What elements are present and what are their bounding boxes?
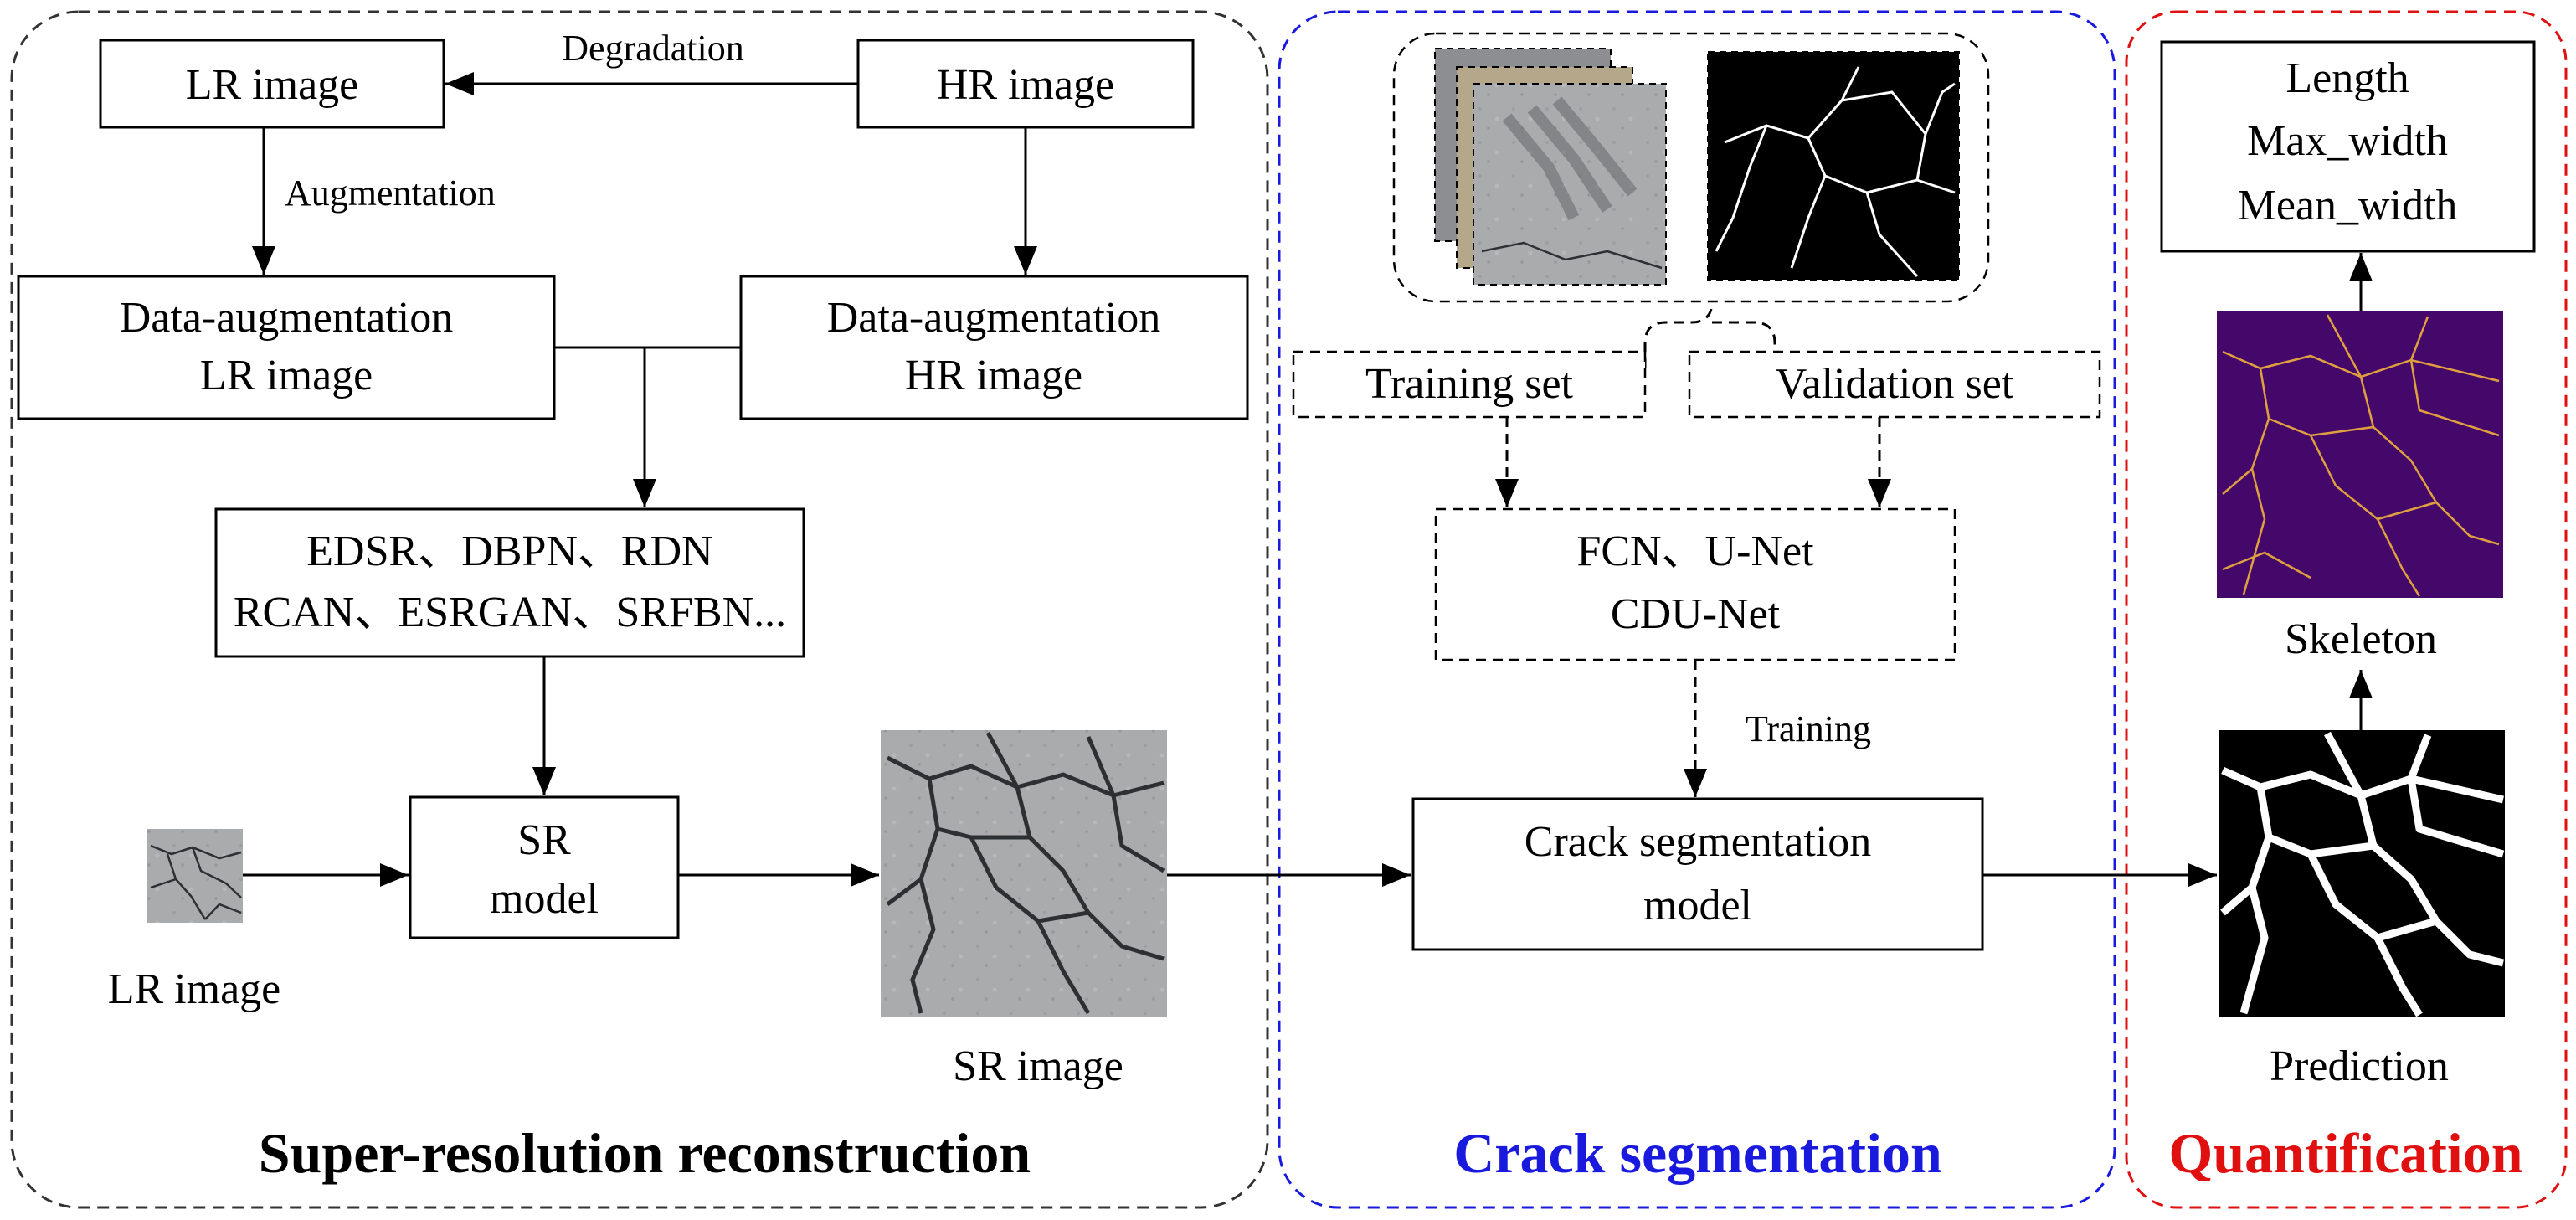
validation-set-box [1688,350,2101,419]
metrics-box [2160,40,2536,253]
training-set-box [1292,350,1647,419]
crack-model-label-2: model [1643,882,1752,929]
aug-lr-box [17,275,556,420]
quantification-title: Quantification [2168,1121,2522,1185]
seg-models-label-1: FCN、U-Net [1576,528,1814,575]
seg-models-label-2: CDU-Net [1611,590,1781,638]
sr-model-label-1: SR [517,816,571,864]
seg-models-box [1434,507,1956,661]
super-resolution-section-frame [10,10,1269,1209]
crack-segmentation-section-frame [1278,10,2116,1209]
sr-image-caption: SR image [953,1042,1123,1090]
sr-models-label-2: RCAN、ESRGAN、SRFBN... [234,589,786,636]
metric-length: Length [2285,54,2409,102]
prediction-caption: Prediction [2270,1042,2449,1090]
dataset-group-frame [1392,32,1990,303]
lr-image-box [99,39,445,129]
degradation-label: Degradation [562,28,743,69]
skeleton-caption: Skeleton [2285,615,2437,663]
metric-mean-width: Mean_width [2238,182,2458,229]
lr-image-label: LR image [186,61,359,109]
sr-models-box [214,507,805,658]
aug-lr-label-2: LR image [200,352,373,399]
aug-hr-label-2: HR image [905,352,1082,399]
validation-set-label: Validation set [1776,360,2014,408]
prediction-image [2219,730,2505,1017]
aug-hr-label-1: Data-augmentation [827,294,1161,342]
crack-segmentation-title: Crack segmentation [1453,1121,1942,1185]
quantification-section-frame [2125,10,2568,1209]
super-resolution-title: Super-resolution reconstruction [259,1121,1031,1185]
hr-image-label: HR image [937,61,1114,109]
augmentation-label: Augmentation [285,172,496,214]
crack-model-label-1: Crack segmentation [1525,818,1871,866]
lr-image-caption: LR image [108,965,281,1013]
crack-model-box [1411,797,1984,951]
sr-image-thumbnail [881,730,1167,1017]
metric-max-width: Max_width [2247,117,2448,165]
concrete-image-stack [1434,48,1667,286]
dataset-split-connector [1643,301,1776,368]
lr-image-thumbnail [147,829,243,923]
aug-lr-label-1: Data-augmentation [120,294,454,342]
sr-models-label-1: EDSR、DBPN、RDN [306,528,712,575]
skeleton-image [2217,311,2503,598]
training-label: Training [1746,708,1871,749]
sr-model-box [409,795,680,939]
training-set-label: Training set [1365,360,1574,408]
crack-mask-image [1707,51,1960,281]
sr-model-label-2: model [490,875,599,923]
